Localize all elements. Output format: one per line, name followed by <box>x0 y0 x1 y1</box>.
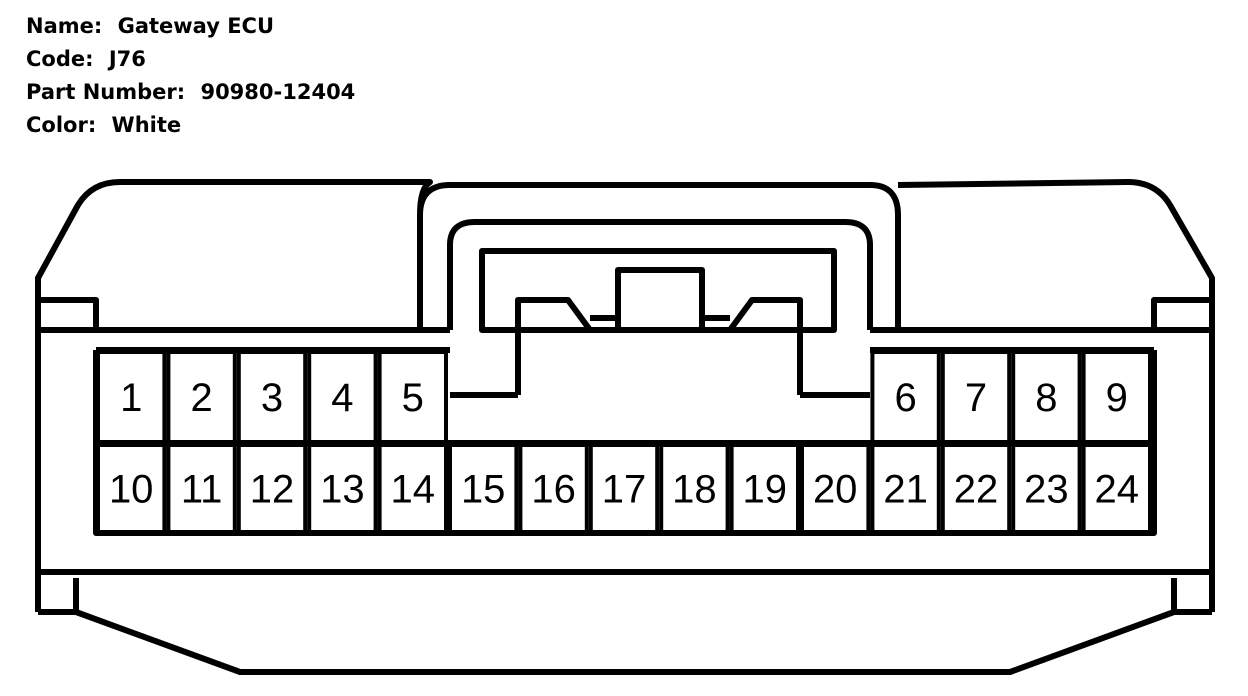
code-value: J76 <box>108 47 146 71</box>
pin-label-12: 12 <box>250 468 295 512</box>
pin-label-23: 23 <box>1024 468 1069 512</box>
pin-label-15: 15 <box>461 468 506 512</box>
pin-label-10: 10 <box>109 468 154 512</box>
name-row: Name: Gateway ECU <box>26 10 355 43</box>
color-value: White <box>111 113 182 137</box>
part-number-row: Part Number: 90980-12404 <box>26 76 355 109</box>
pin-label-13: 13 <box>320 468 365 512</box>
pin-cell-4 <box>307 350 378 444</box>
pin-cell-18 <box>659 443 730 534</box>
bottom-right-foot <box>1171 578 1212 615</box>
pin-label-2: 2 <box>190 376 212 420</box>
pin-cell-5 <box>377 350 449 444</box>
name-label: Name: <box>26 14 103 38</box>
pin-cell-6 <box>870 350 941 444</box>
latch-tab <box>615 267 705 333</box>
connector-info: Name: Gateway ECU Code: J76 Part Number:… <box>26 10 355 142</box>
pin-label-17: 17 <box>602 468 647 512</box>
pin-label-4: 4 <box>331 376 353 420</box>
part-number-label: Part Number: <box>26 80 186 104</box>
pin-label-16: 16 <box>531 468 576 512</box>
pin-label-11: 11 <box>181 468 223 512</box>
pin-label-14: 14 <box>391 468 436 512</box>
pin-label-21: 21 <box>883 468 928 512</box>
pin-label-6: 6 <box>894 376 916 420</box>
pin-label-1: 1 <box>120 376 142 420</box>
pin-cell-24 <box>1081 443 1152 534</box>
bottom-left-foot <box>38 578 79 615</box>
part-number-value: 90980-12404 <box>200 80 356 104</box>
latch-ramp-right <box>727 297 803 395</box>
pin-label-7: 7 <box>965 376 987 420</box>
pin-cell-17 <box>588 443 660 534</box>
pin-label-5: 5 <box>402 376 424 420</box>
pin-cell-23 <box>1011 443 1082 534</box>
pin-label-3: 3 <box>261 376 283 420</box>
pin-cell-2 <box>166 350 237 444</box>
color-row: Color: White <box>26 109 355 142</box>
pin-cell-3 <box>236 350 308 444</box>
latch-ramp-left <box>515 297 593 395</box>
latch-channel <box>447 219 873 330</box>
pin-cell-15 <box>448 443 519 534</box>
latch-box <box>479 248 837 333</box>
pin-label-18: 18 <box>672 468 717 512</box>
code-label: Code: <box>26 47 94 71</box>
pin-cell-14 <box>377 443 449 534</box>
pin-cell-20 <box>800 443 871 534</box>
pin-label-8: 8 <box>1035 376 1057 420</box>
pin-cell-22 <box>940 443 1012 534</box>
pin-cell-10 <box>96 443 167 534</box>
pin-label-24: 24 <box>1095 468 1140 512</box>
connector-housing-outline <box>35 179 1215 612</box>
pin-cell-19 <box>729 443 800 534</box>
pin-label-19: 19 <box>743 468 788 512</box>
code-row: Code: J76 <box>26 43 355 76</box>
pin-label-9: 9 <box>1106 376 1128 420</box>
pin-cell-7 <box>940 350 1012 444</box>
pin-label-22: 22 <box>954 468 999 512</box>
pin-label-20: 20 <box>813 468 858 512</box>
pin-cell-12 <box>236 443 308 534</box>
name-value: Gateway ECU <box>117 14 275 38</box>
bottom-skirt <box>74 609 1176 675</box>
pin-cell-9 <box>1081 350 1152 444</box>
pin-cell-1 <box>96 350 167 444</box>
left-ledge <box>38 297 99 330</box>
pin-cell-16 <box>518 443 589 534</box>
color-label: Color: <box>26 113 97 137</box>
pin-cell-11 <box>166 443 237 534</box>
pin-cell-13 <box>307 443 378 534</box>
pin-cell-8 <box>1011 350 1082 444</box>
right-ledge <box>1151 297 1212 330</box>
pin-cell-21 <box>870 443 941 534</box>
